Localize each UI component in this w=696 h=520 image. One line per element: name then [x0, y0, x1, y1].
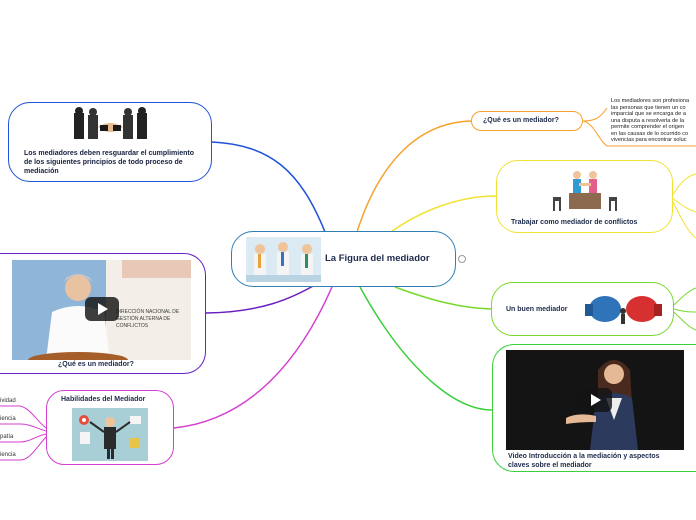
link-skill-2	[0, 423, 47, 432]
central-title: La Figura del mediador	[325, 253, 430, 264]
what-node[interactable]: ¿Qué es un mediador?	[471, 111, 583, 131]
team-meeting-illustration	[246, 237, 321, 282]
play-icon[interactable]	[85, 297, 119, 321]
link-skill-1	[0, 405, 47, 429]
good-label: Un buen mediador	[506, 306, 568, 313]
work-node[interactable]: Trabajar como mediador de conflictos	[496, 160, 673, 233]
skill-item-4[interactable]: iencia	[0, 452, 16, 458]
video-banner-text: DIRECCIÓN NACIONAL DE GESTIÓN ALTERNA DE…	[116, 309, 180, 329]
link-what-desc	[582, 107, 608, 122]
link-video-right	[359, 286, 493, 411]
skill-item-2[interactable]: iencia	[0, 416, 16, 422]
boxing-gloves-illustration	[585, 289, 662, 330]
skills-label: Habilidades del Mediador	[61, 396, 146, 403]
principles-node[interactable]: Los mediadores deben resguardar el cumpl…	[8, 102, 212, 182]
central-link-icon[interactable]	[458, 255, 466, 263]
central-node[interactable]: La Figura del mediador	[231, 231, 456, 287]
play-icon[interactable]	[578, 388, 612, 412]
mediation-table-illustration	[549, 169, 621, 213]
link-what-desc2	[582, 120, 696, 147]
video-left-label: ¿Qué es un mediador?	[58, 361, 134, 368]
skill-item-3[interactable]: patía	[0, 434, 14, 440]
link-skill-4	[0, 436, 47, 461]
link-skill-3	[0, 433, 47, 443]
what-label: ¿Qué es un mediador?	[483, 117, 559, 124]
link-skills	[173, 286, 333, 429]
video-thumbnail-right[interactable]	[506, 350, 684, 450]
skill-item-1[interactable]: ividad	[0, 398, 16, 404]
video-left-node[interactable]: DIRECCIÓN NACIONAL DE GESTIÓN ALTERNA DE…	[0, 253, 206, 374]
skills-node[interactable]: Habilidades del Mediador	[46, 390, 174, 465]
link-good	[394, 286, 492, 310]
skills-illustration	[72, 408, 148, 461]
link-principles	[211, 141, 326, 233]
video-right-label: Video Introducción a la mediación y aspe…	[508, 453, 660, 469]
work-label: Trabajar como mediador de conflictos	[511, 219, 638, 226]
good-node[interactable]: Un buen mediador	[491, 282, 674, 336]
principles-label: Los mediadores deben resguardar el cumpl…	[24, 150, 194, 175]
handshake-illustration	[72, 107, 149, 143]
video-thumbnail-left[interactable]: DIRECCIÓN NACIONAL DE GESTIÓN ALTERNA DE…	[12, 260, 191, 360]
video-right-node[interactable]: Video Introducción a la mediación y aspe…	[492, 344, 696, 472]
link-video-left	[205, 281, 321, 314]
link-what	[356, 120, 473, 233]
link-work	[386, 195, 497, 236]
